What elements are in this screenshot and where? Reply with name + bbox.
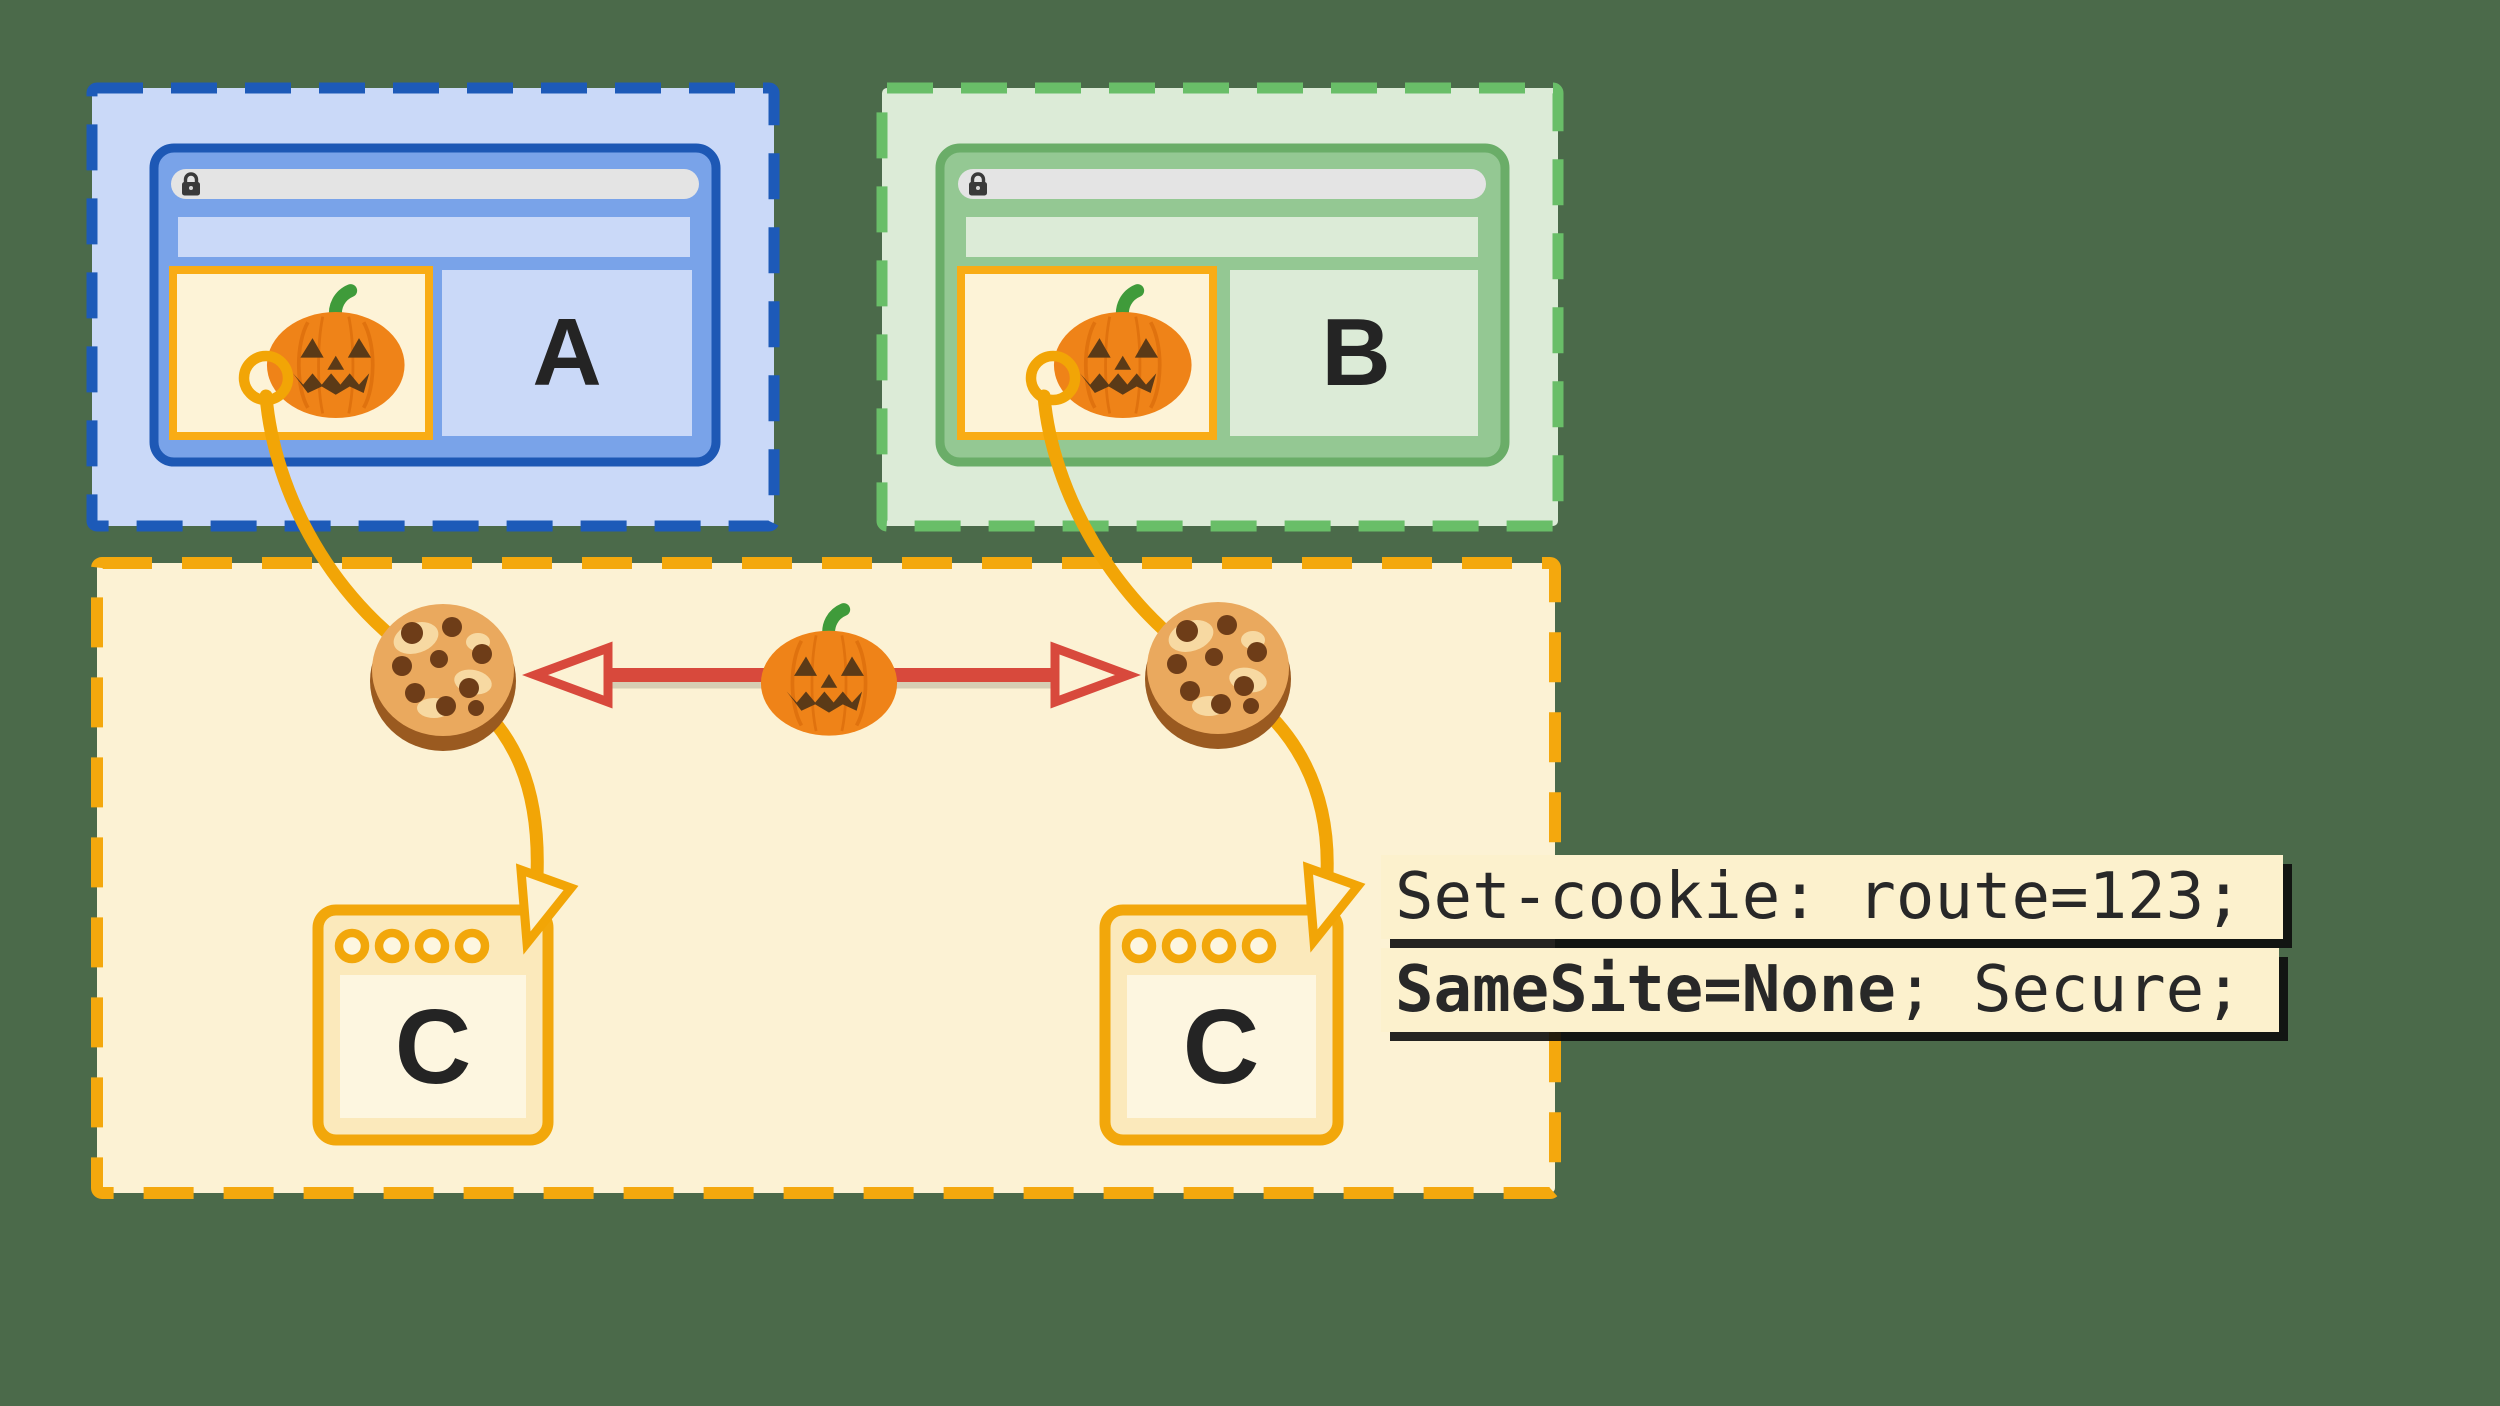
- site-c-window-left: [312, 904, 554, 1146]
- cookie-icon: [370, 604, 516, 751]
- set-cookie-header-line1: Set-cookie: route=123;: [1381, 855, 2283, 939]
- site-c-right-label: C: [1182, 988, 1260, 1106]
- url-bar-a: [171, 169, 699, 199]
- string-arrowhead-right: [1302, 861, 1366, 953]
- arrowhead-left: [522, 641, 613, 709]
- string-ring: [238, 350, 294, 406]
- site-c-left-label: C: [394, 988, 472, 1106]
- samesite-none-bold: SameSite=None: [1395, 953, 1896, 1027]
- cookie-icon: [1145, 602, 1291, 749]
- secure-rest: ; Secure;: [1895, 953, 2243, 1027]
- window-dot: [454, 928, 490, 964]
- page-panel-a: [442, 270, 692, 436]
- banner-b: [966, 217, 1478, 257]
- window-dot: [1121, 928, 1157, 964]
- code-text: Set-cookie: route=123;: [1395, 860, 2243, 934]
- window-dot: [1241, 928, 1277, 964]
- window-dot: [1201, 928, 1237, 964]
- browser-window-b: [935, 143, 1510, 467]
- window-dot: [1161, 928, 1197, 964]
- string-arrowhead-left: [515, 863, 579, 955]
- string-ring: [1025, 350, 1081, 406]
- window-dot: [334, 928, 370, 964]
- url-bar-b: [958, 169, 1486, 199]
- set-cookie-header-line2: SameSite=None; Secure;: [1381, 948, 2279, 1032]
- site-b-label: B: [1321, 299, 1391, 406]
- site-c-window-right: [1099, 904, 1344, 1146]
- arrowhead-right: [1050, 641, 1141, 709]
- site-a-label: A: [532, 299, 602, 406]
- window-dot: [374, 928, 410, 964]
- window-dot: [414, 928, 450, 964]
- browser-window-a: [149, 143, 721, 467]
- page-panel-b: [1230, 270, 1478, 436]
- banner-a: [178, 217, 690, 257]
